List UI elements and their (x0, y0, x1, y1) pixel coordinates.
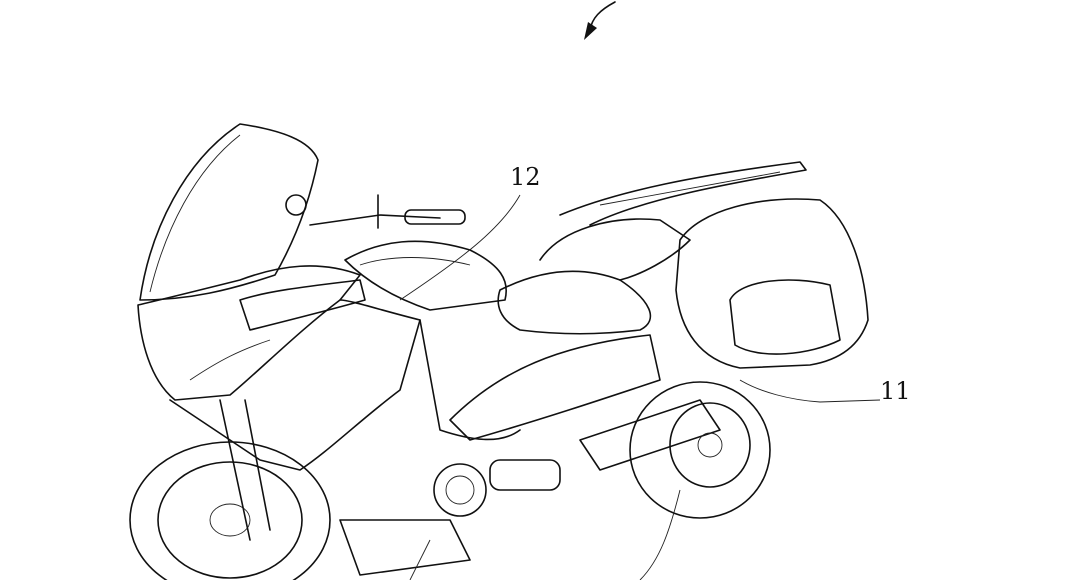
reference-label-11: 11 (880, 377, 911, 405)
side-case (675, 198, 869, 369)
handlebar (285, 194, 466, 229)
front-fairing (137, 265, 421, 471)
reference-arrow (584, 1, 616, 40)
engine (339, 459, 561, 576)
rear-rack (559, 161, 807, 226)
rear-wheel (629, 381, 771, 519)
fuel-tank (344, 240, 507, 311)
reference-label-12: 12 (510, 163, 541, 191)
leader-lines (399, 194, 881, 580)
seat (497, 218, 691, 335)
windshield (139, 123, 319, 301)
front-wheel (129, 399, 331, 580)
side-panel (419, 319, 721, 471)
